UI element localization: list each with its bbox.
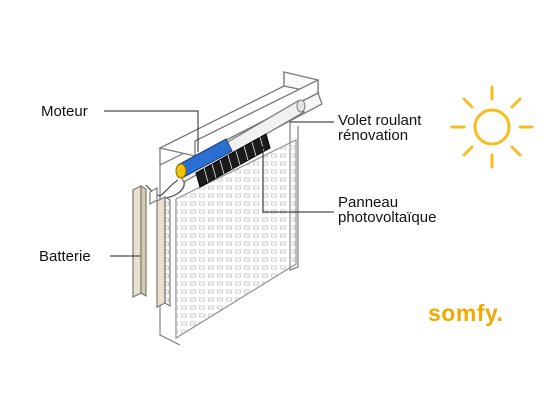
- leader-lines: [104, 110, 334, 257]
- label-shutter: Volet roulant rénovation: [338, 113, 421, 143]
- leader-moteur: [104, 110, 199, 152]
- shutter-apron: [175, 139, 297, 340]
- label-motor: Moteur: [41, 103, 88, 120]
- leader-panneau: [262, 146, 334, 213]
- label-panel-line1: Panneau: [338, 194, 399, 211]
- label-shutter-line1: Volet roulant: [338, 112, 422, 129]
- battery: [132, 184, 171, 308]
- label-panel: Panneau photovoltaïque: [338, 195, 436, 225]
- sun-icon: [450, 85, 534, 169]
- label-battery: Batterie: [39, 248, 91, 265]
- motor: [175, 138, 233, 179]
- somfy-logo: somfy.: [428, 300, 504, 326]
- solar-panel: [195, 133, 271, 188]
- label-panel-line2: photovoltaïque: [338, 209, 437, 226]
- label-shutter-line2: rénovation: [338, 127, 409, 144]
